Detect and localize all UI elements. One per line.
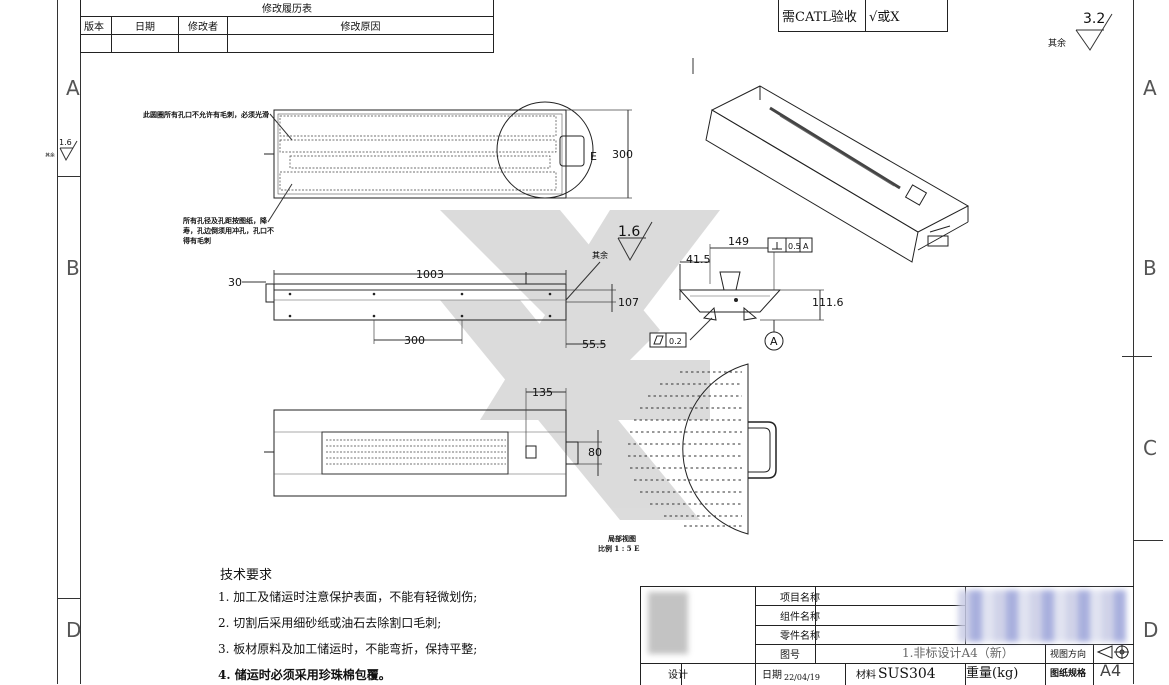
zone-right-a: A (1143, 76, 1157, 100)
roughness-rest-icon (1075, 13, 1113, 51)
zone-right-d: D (1143, 618, 1159, 642)
flatness-tolerance: 0.2 (669, 337, 682, 346)
dim-55-5: 55.5 (582, 338, 607, 351)
detail-e-label: E (590, 150, 597, 163)
dim-300-vertical: 300 (612, 148, 633, 161)
isometric-view (705, 85, 970, 263)
dim-135: 135 (532, 386, 553, 399)
perp-tolerance: 0.5 (788, 242, 801, 251)
dim-107: 107 (618, 296, 639, 309)
title-view-direction: 视图方向 (1050, 650, 1087, 660)
title-date-value: 22/04/19 (784, 673, 820, 682)
title-assembly-name: 组件名称 (780, 612, 820, 623)
dim-300-horizontal: 300 (404, 334, 425, 347)
frame-left-tick2 (57, 598, 80, 599)
dim-149: 149 (728, 235, 749, 248)
hole-pattern-bottom (326, 439, 506, 465)
tech-item-3: 3. 板材原料及加工储运时，不能弯折，保持平整; (218, 642, 478, 656)
company-name-redacted (958, 590, 1126, 642)
frame-left-line (57, 0, 58, 684)
zone-left-d: D (66, 618, 82, 642)
title-part-name: 零件名称 (780, 631, 820, 642)
title-material-value: SUS304 (878, 666, 936, 682)
roughness-mid-label: 其余 (592, 250, 608, 260)
title-date-label: 日期 (762, 670, 782, 681)
zone-right-b: B (1143, 256, 1157, 280)
revision-table: 修改履历表 版本 日期 修改者 修改原因 (80, 0, 494, 53)
frame-left-tick (57, 176, 80, 177)
dim-1003: 1003 (416, 268, 444, 281)
frame-right-line (1133, 0, 1134, 684)
title-weight-label: 重量(kg) (966, 666, 1019, 681)
view-direction-symbol (1096, 645, 1129, 659)
title-designer: 设计 (668, 670, 688, 681)
roughness-rest-value: 3.2 (1083, 11, 1106, 27)
company-logo-redacted (648, 592, 688, 654)
perp-datum: A (803, 242, 809, 251)
roughness-left-label: 其余 (45, 152, 55, 159)
frame-right-tick (1122, 356, 1152, 357)
roughness-mid-value: 1.6 (618, 224, 640, 240)
roughness-rest-label: 其余 (1048, 39, 1067, 49)
datum-circle-a: A (770, 335, 778, 348)
zone-left-b: B (66, 256, 80, 280)
title-drawing-spec: 图纸规格 (1050, 669, 1087, 679)
tech-item-1: 1. 加工及储运时注意保护表面，不能有轻微划伤; (218, 590, 478, 604)
title-material-label: 材料 (856, 670, 876, 681)
hole-note: 此圆圈所有孔口不允许有毛刺，必须光滑 (143, 110, 269, 119)
hole-pattern-top (279, 115, 557, 191)
dim-111-6: 111.6 (812, 296, 844, 309)
acceptance-table: 需CATL验收 √或X (778, 0, 948, 32)
zone-right-c: C (1143, 436, 1157, 460)
title-drawing-no: 图号 (780, 650, 800, 661)
front-markers (288, 292, 552, 318)
dim-41-5: 41.5 (686, 253, 711, 266)
dim-80: 80 (588, 446, 602, 459)
tech-item-2: 2. 切割后采用细砂纸或油石去除割口毛刺; (218, 616, 442, 630)
acceptance-value: √或X (865, 0, 948, 32)
tech-item-4: 4. 储运时必须采用珍珠棉包覆。 (218, 668, 391, 682)
title-project-name: 项目名称 (780, 593, 820, 604)
title-print-spec: 1.非标设计A4（新） (902, 646, 1014, 660)
zone-left-a: A (66, 76, 80, 100)
detail-view-scale: 比例 1 : 5 E (598, 544, 640, 553)
title-paper-size: A4 (1100, 661, 1122, 680)
roughness-left-icon (59, 140, 78, 162)
roughness-left-value: 1.6 (59, 138, 72, 147)
dim-30: 30 (228, 276, 242, 289)
frame-inner-left-line (80, 0, 81, 684)
detail-view-label: 局部视图 (608, 534, 636, 543)
frame-right-tick2 (1133, 540, 1163, 541)
burr-note: 所有孔径及孔距按图纸，降寿，孔边倒须用冲孔，孔口不得有毛刺 (183, 216, 274, 245)
tech-title: 技术要求 (220, 568, 273, 583)
acceptance-label: 需CATL验收 (778, 0, 866, 32)
detail-hole-rows (628, 371, 742, 527)
